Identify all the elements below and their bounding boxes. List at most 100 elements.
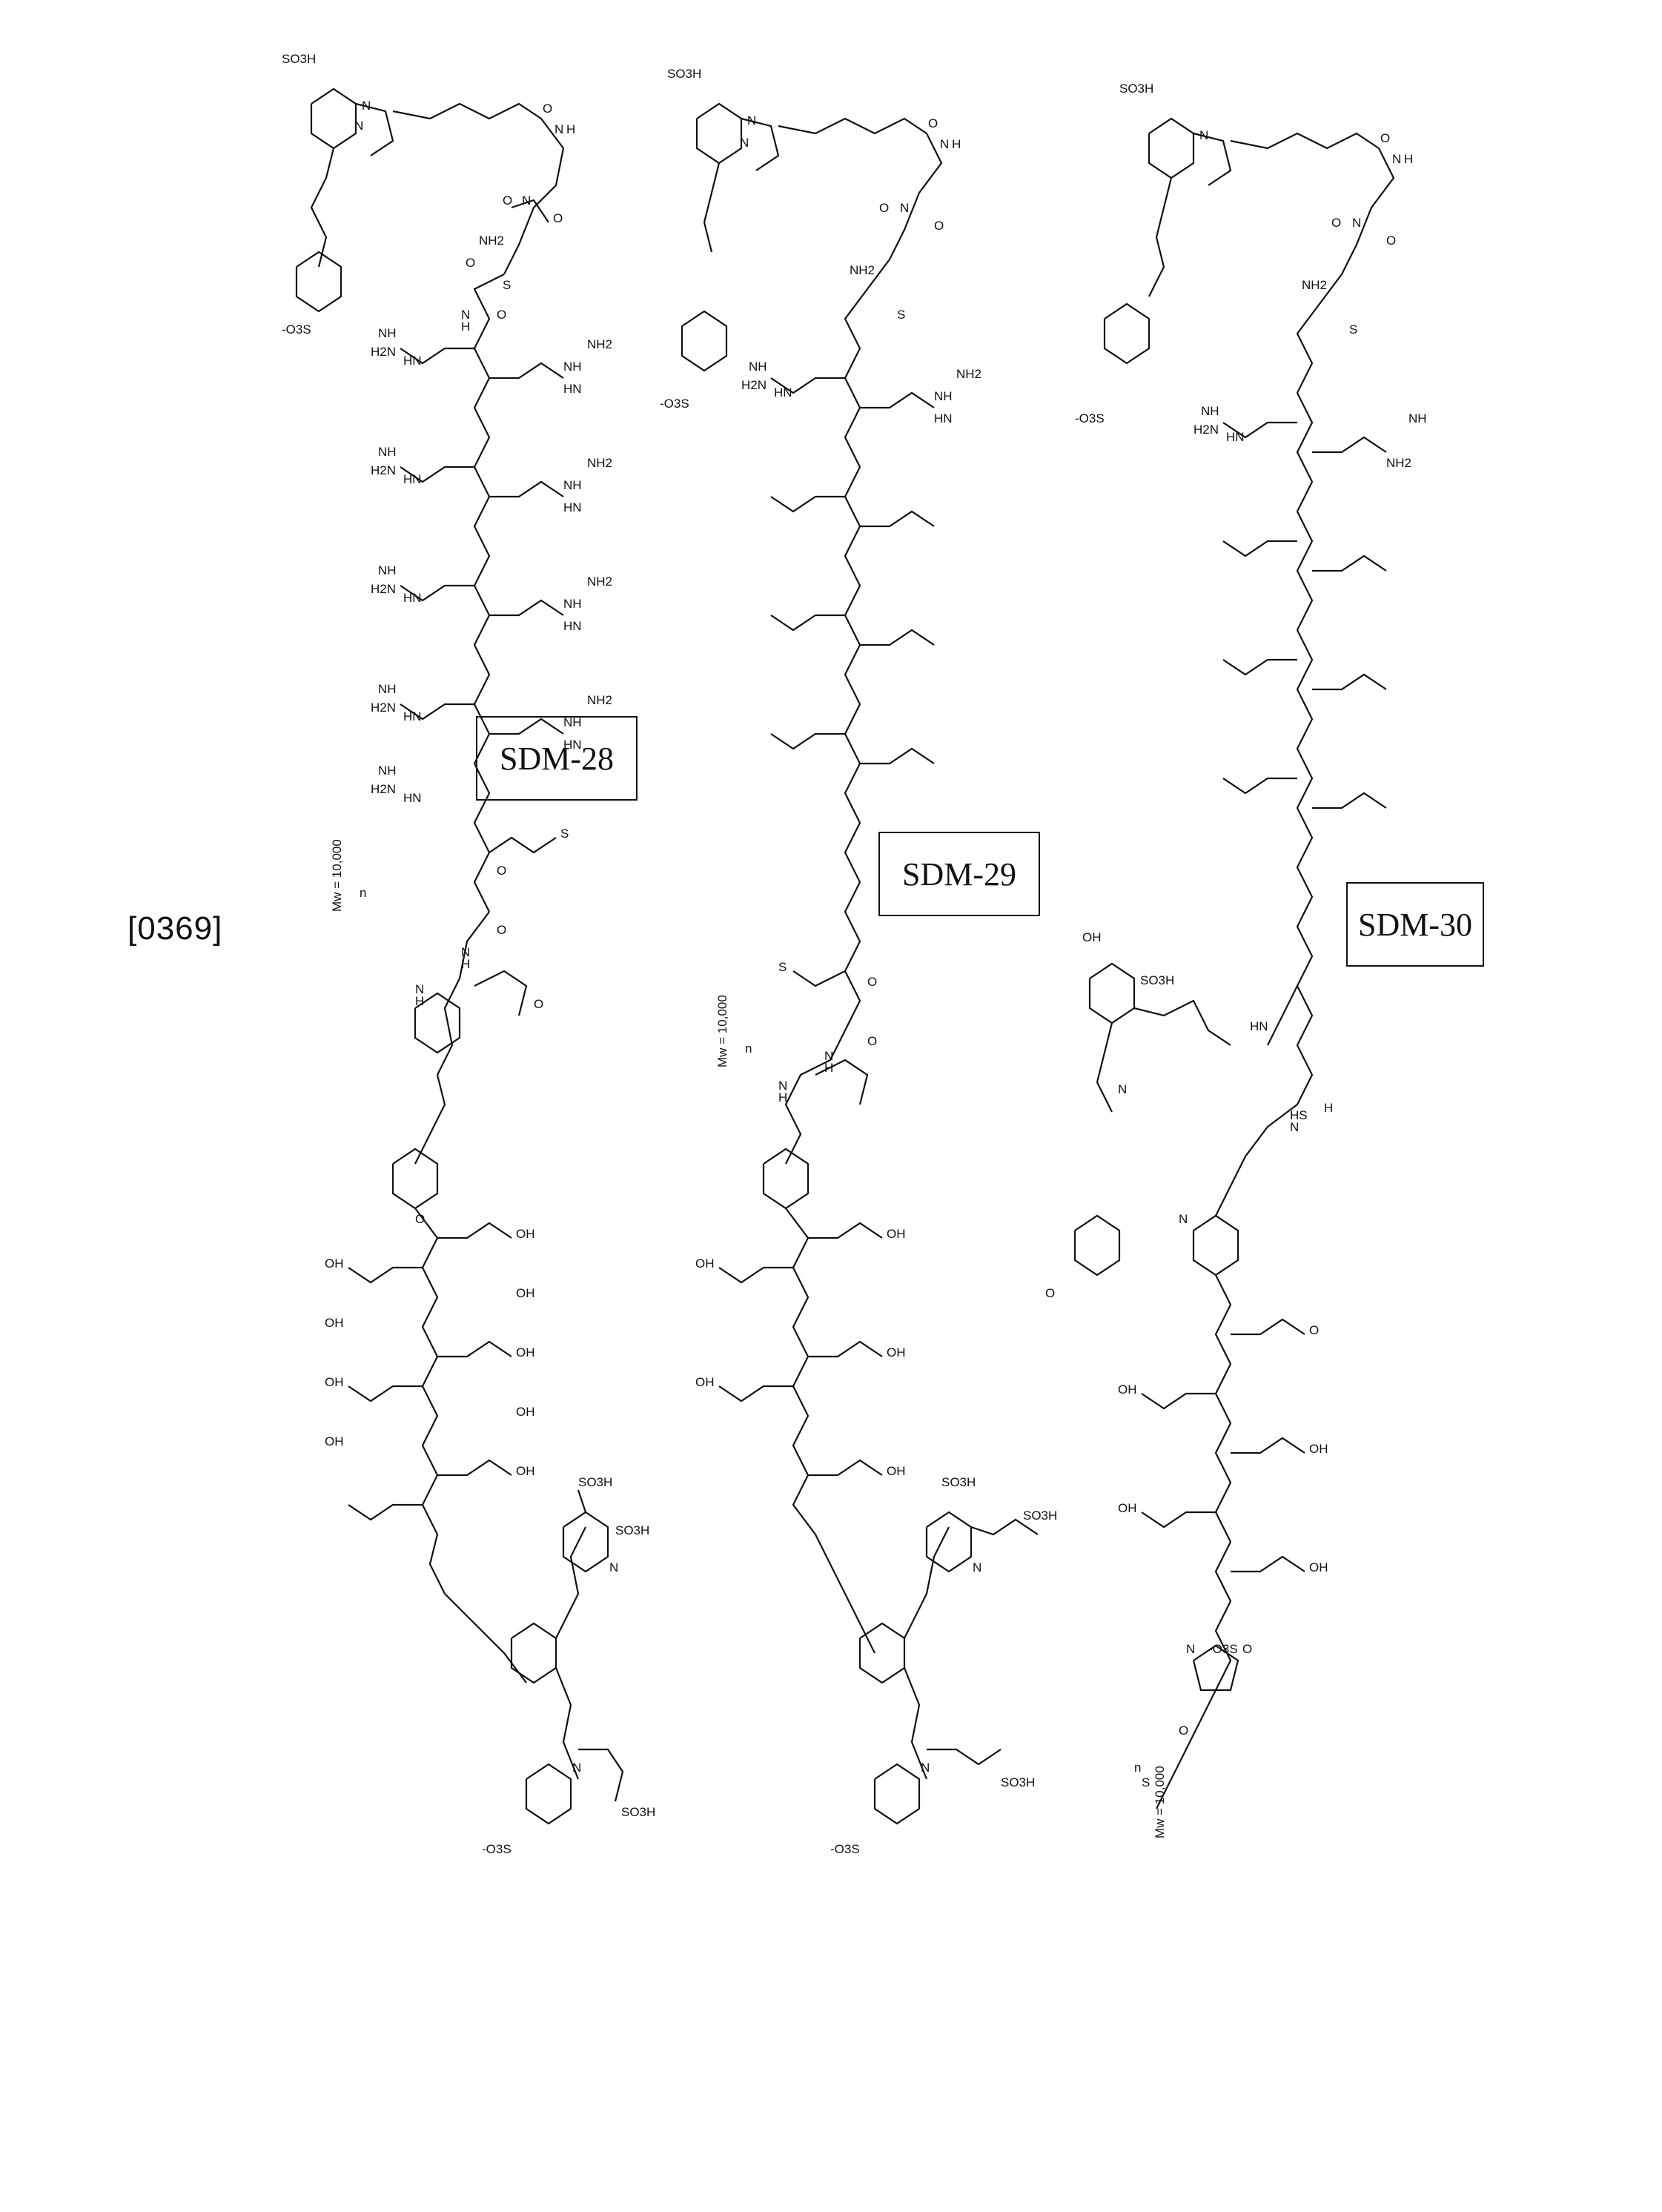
atom-label: SO3H: [1001, 1775, 1035, 1789]
atom-label: O: [1045, 1286, 1055, 1300]
atom-label: O: [1309, 1323, 1319, 1337]
atom-label: O: [1242, 1642, 1252, 1656]
atom-label: -O3S: [830, 1842, 860, 1856]
atom-label: H2N: [371, 463, 396, 477]
atom-label: N: [747, 113, 756, 128]
atom-label: NH: [563, 597, 582, 611]
atom-label: N: [1352, 216, 1361, 230]
atom-label: OH: [516, 1345, 535, 1360]
atom-label: N: [522, 193, 531, 208]
atom-label: SO3H: [282, 52, 316, 66]
sdm-28-bonds: [297, 89, 623, 1824]
atom-label: N: [973, 1560, 981, 1574]
atom-label: O: [1179, 1723, 1188, 1738]
atom-label: O: [867, 975, 877, 989]
atom-label: HN: [563, 619, 582, 633]
mw-note: Mw = 10,000: [1153, 1766, 1167, 1838]
atom-label: S: [560, 827, 569, 841]
atom-label: SO3H: [1140, 973, 1174, 987]
atom-label: HN: [774, 385, 792, 400]
atom-label: N: [572, 1761, 581, 1775]
atom-label: H: [566, 122, 575, 136]
atom-label: NH: [378, 563, 397, 577]
atom-label: S: [1142, 1775, 1150, 1789]
sdm-30-structure: SO3H N O N H N O O NH2 S -O3S H2N NH HN …: [1045, 22, 1460, 1861]
atom-label: NH: [563, 478, 582, 492]
atom-label: O: [466, 256, 475, 270]
atom-label: N: [609, 1560, 618, 1574]
atom-label: O: [497, 864, 506, 878]
atom-label: OH: [1118, 1382, 1137, 1397]
atom-label: SO3H: [667, 67, 701, 81]
atom-label: OH: [887, 1464, 906, 1478]
atom-label: H2N: [371, 582, 396, 596]
atom-label: NH: [563, 715, 582, 729]
atom-label: HN: [403, 354, 422, 368]
atom-label: OH: [516, 1286, 535, 1300]
atom-label: N: [554, 122, 563, 136]
atom-label: SO3H: [615, 1523, 649, 1537]
atom-label: H: [1324, 1101, 1333, 1115]
atom-label: O: [934, 219, 944, 233]
atom-label: O: [415, 1212, 425, 1226]
atom-label: O: [1380, 131, 1390, 145]
atom-label: OH: [695, 1375, 715, 1389]
atom-label: HN: [403, 709, 422, 723]
atom-label: NH2: [587, 693, 612, 707]
atom-label: N: [1290, 1120, 1299, 1134]
atom-label: NH2: [587, 456, 612, 470]
atom-label: HN: [403, 472, 422, 486]
atom-label: N: [921, 1761, 930, 1775]
atom-label: O: [497, 923, 506, 937]
atom-label: N: [900, 201, 909, 215]
mw-note: Mw = 10,000: [330, 839, 344, 912]
atom-label: N: [1179, 1212, 1188, 1226]
atom-label: O: [1331, 216, 1341, 230]
atom-label: NH2: [1302, 278, 1327, 292]
atom-label: NH: [378, 682, 397, 696]
atom-label: N: [354, 119, 363, 133]
mw-note: Mw = 10,000: [715, 995, 729, 1067]
atom-label: OH: [1309, 1560, 1328, 1574]
atom-label: HN: [563, 500, 582, 514]
atom-label: OH: [887, 1227, 906, 1241]
atom-label: -O3S: [482, 1842, 511, 1856]
sdm-28-structure: SO3H N O N H N O O N NH2 O S O N H -O3S …: [267, 22, 652, 1875]
atom-label: H: [461, 319, 470, 334]
sdm-29-bonds: [682, 104, 1038, 1824]
atom-label: NH: [378, 764, 397, 778]
atom-label: H: [952, 137, 961, 151]
atom-label: OH: [1082, 930, 1102, 944]
atom-label: NH2: [850, 263, 875, 277]
atom-label: O: [867, 1034, 877, 1048]
atom-label: N: [1199, 128, 1208, 142]
atom-label: S: [503, 278, 511, 292]
atom-label: NH: [378, 445, 397, 459]
atom-label: SO3H: [578, 1475, 612, 1489]
atom-label: -O3S: [1075, 411, 1105, 425]
atom-label: NH: [934, 389, 953, 403]
atom-label: O: [497, 308, 506, 322]
atom-label: H2N: [741, 378, 767, 392]
atom-label: OH: [1309, 1442, 1328, 1456]
atom-label: O: [553, 211, 563, 225]
atom-label: HN: [1226, 430, 1245, 444]
atom-label: NH2: [479, 234, 504, 248]
atom-label: N: [362, 99, 371, 113]
atom-label: NH: [563, 360, 582, 374]
atom-label: NH: [1201, 404, 1219, 418]
atom-label: O: [534, 997, 543, 1011]
atom-label: H: [778, 1090, 787, 1105]
atom-label: NH: [749, 360, 767, 374]
atom-label: O: [1386, 234, 1396, 248]
atom-label: N: [1392, 152, 1401, 166]
atom-label: O: [928, 116, 938, 130]
atom-label: O: [879, 201, 889, 215]
atom-label: H: [415, 994, 424, 1008]
repeat-n: n: [745, 1042, 752, 1056]
sdm-29-atom-labels: SO3H N O N H N O O N NH2 S -O3S H2N NH H…: [660, 67, 1057, 1856]
repeat-n: n: [1134, 1761, 1141, 1775]
atom-label: OH: [887, 1345, 906, 1360]
sdm-30-bonds: [1075, 119, 1394, 1809]
atom-label: OH: [1118, 1501, 1137, 1515]
